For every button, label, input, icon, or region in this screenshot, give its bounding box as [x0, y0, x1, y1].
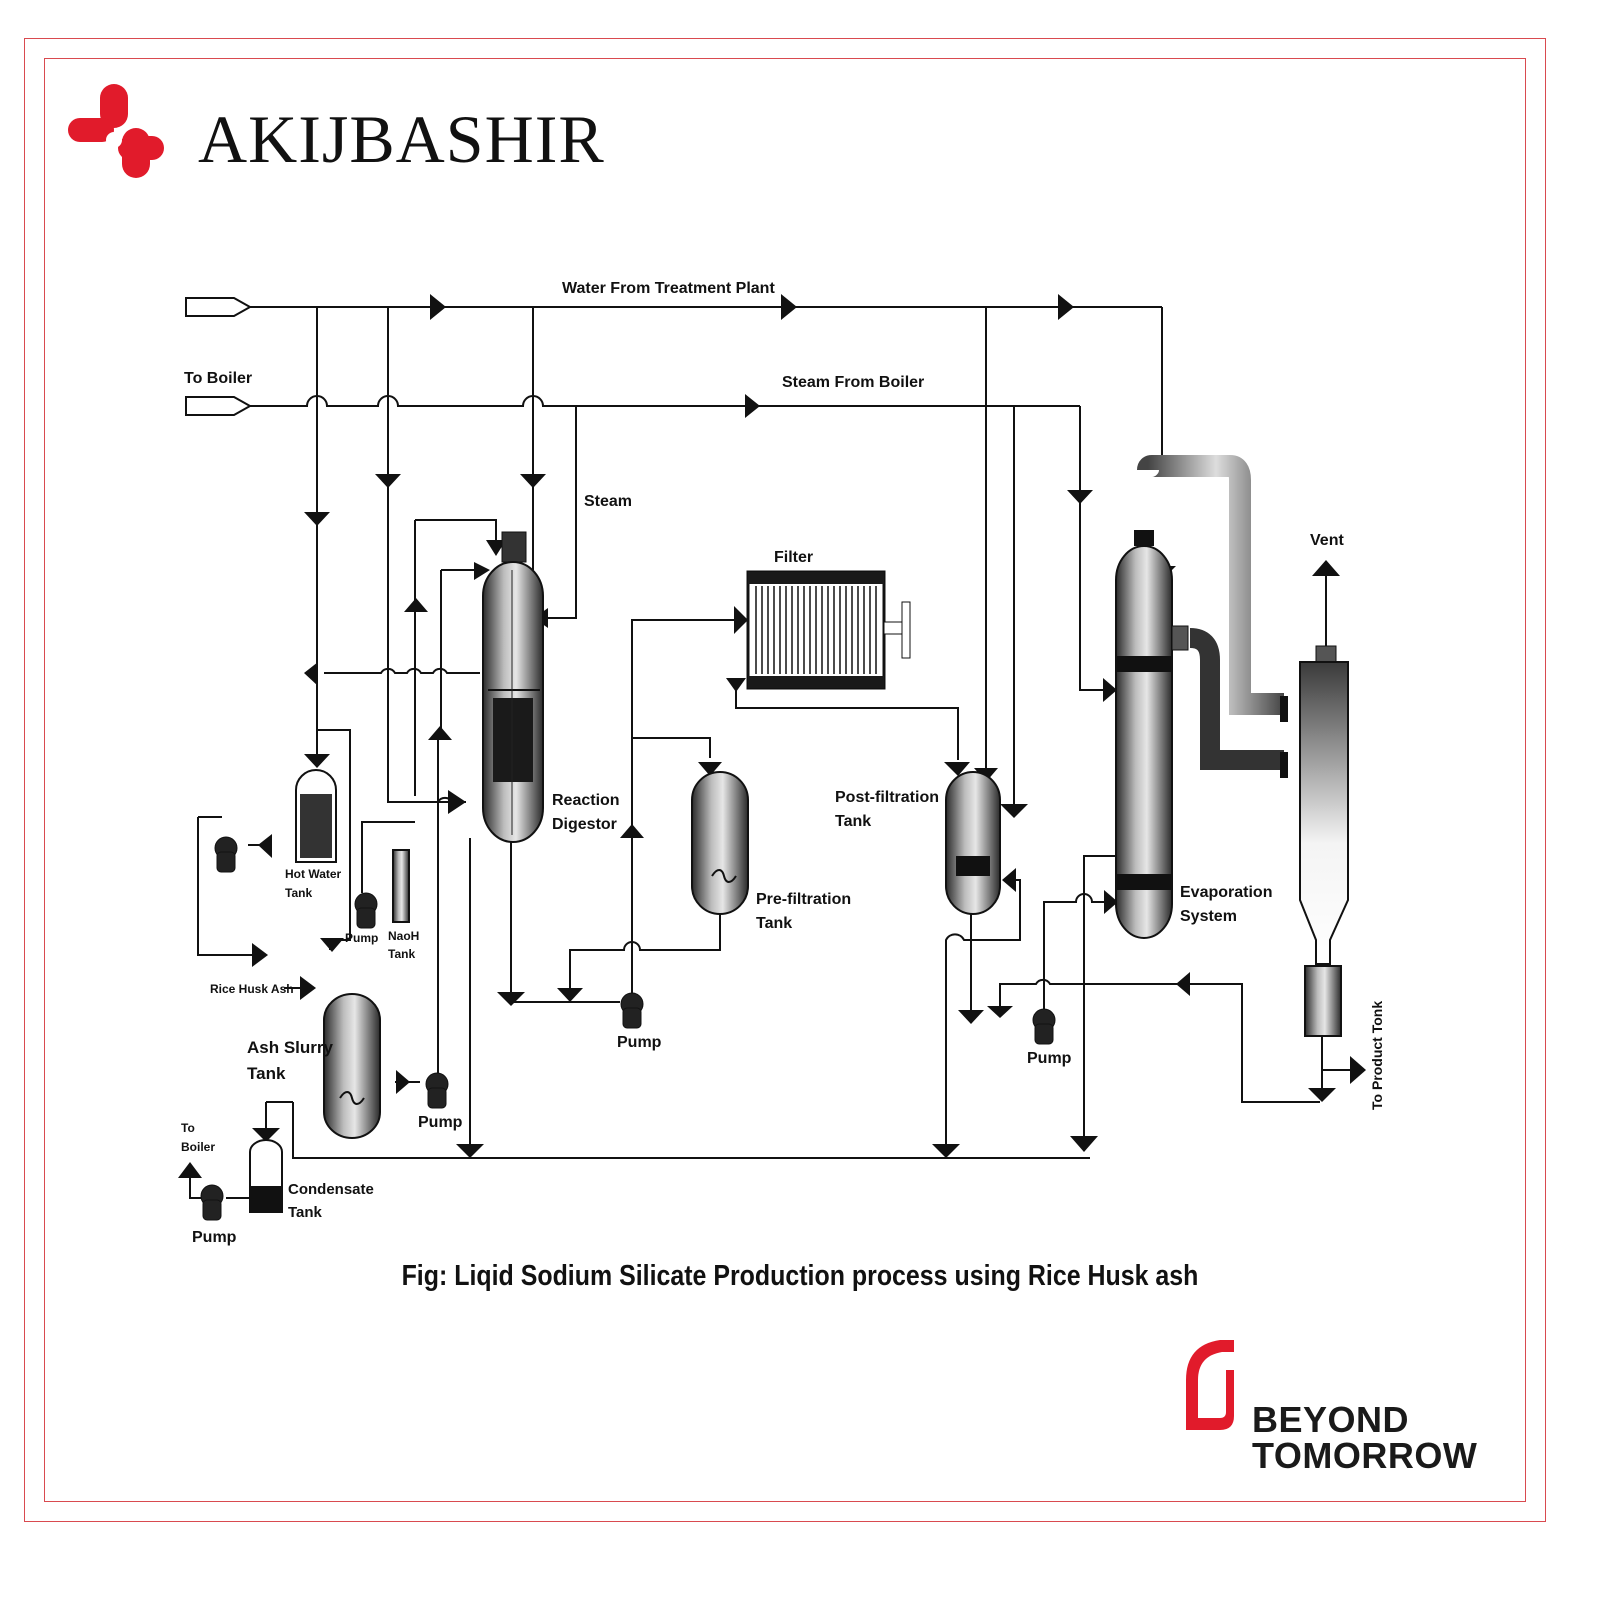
outer-frame [24, 38, 1546, 1522]
label-to-boiler-bottom-1: To [181, 1121, 195, 1135]
label-vent: Vent [1310, 532, 1344, 549]
label-pump-right: Pump [1027, 1050, 1072, 1067]
figure-caption: Fig: Liqid Sodium Silicate Production pr… [401, 1260, 1199, 1292]
label-steam-from-boiler: Steam From Boiler [782, 374, 924, 391]
label-condensate-1: Condensate [288, 1181, 374, 1198]
ash-slurry-tank [323, 993, 381, 1139]
filter-unit [746, 570, 911, 690]
piping [189, 306, 1352, 1199]
label-rice-husk-ash: Rice Husk Ash [210, 982, 294, 996]
label-to-boiler-bottom-2: Boiler [181, 1140, 215, 1154]
hot-water-tank [295, 769, 337, 863]
pump-icon [425, 1072, 449, 1109]
reaction-digestor [482, 531, 544, 843]
beyond-tomorrow-mark-icon [1186, 1340, 1234, 1430]
label-pump-ash: Pump [418, 1114, 463, 1131]
label-evaporation-2: System [1180, 908, 1237, 925]
label-ash-slurry-2: Tank [247, 1064, 286, 1083]
evaporation-system [1115, 455, 1288, 939]
naoh-tank [392, 849, 410, 923]
pump-icon [1032, 1008, 1056, 1045]
tagline-line-1: BEYOND [1252, 1399, 1410, 1440]
label-steam: Steam [584, 493, 632, 510]
label-reaction-digestor-1: Reaction [552, 792, 620, 809]
label-hot-water-2: Tank [285, 886, 312, 900]
pump-icon [354, 892, 378, 929]
brand-name: AKIJBASHIR [198, 101, 605, 177]
label-evaporation-1: Evaporation [1180, 884, 1272, 901]
label-condensate-2: Tank [288, 1204, 323, 1221]
label-pre-filtration-1: Pre-filtration [756, 891, 851, 908]
steam-inlet-connector [185, 396, 253, 416]
flow-arrows [178, 294, 1366, 1178]
post-filtration-tank [945, 771, 1001, 915]
pump-icon [214, 836, 238, 873]
separator-condenser [1299, 645, 1349, 1037]
label-ash-slurry-1: Ash Slurry [247, 1038, 334, 1057]
label-water-from-treatment-plant: Water From Treatment Plant [562, 280, 775, 297]
label-to-product-tank: To Product Tonk [1369, 1001, 1385, 1110]
pump-icon [620, 992, 644, 1029]
inner-frame [44, 58, 1526, 1502]
water-inlet-connector [185, 297, 253, 317]
label-to-boiler-top: To Boiler [184, 370, 252, 387]
label-reaction-digestor-2: Digestor [552, 816, 617, 833]
pre-filtration-tank [691, 771, 749, 915]
pumps [200, 836, 1056, 1221]
tagline-line-2: TOMORROW [1252, 1435, 1478, 1476]
label-hot-water-1: Hot Water [285, 867, 342, 881]
label-filter: Filter [774, 549, 813, 566]
pump-icon [200, 1184, 224, 1221]
label-post-filtration-1: Post-filtration [835, 789, 939, 806]
label-pump-center: Pump [617, 1034, 662, 1051]
akij-bashir-logo-icon [68, 84, 164, 178]
label-pre-filtration-2: Tank [756, 915, 792, 932]
label-pump-naoh: Pump [345, 931, 378, 945]
label-naoh-2: Tank [388, 947, 415, 961]
label-naoh-1: NaoH [388, 929, 419, 943]
label-post-filtration-2: Tank [835, 813, 871, 830]
condensate-tank [249, 1139, 283, 1213]
label-pump-condensate: Pump [192, 1229, 237, 1246]
